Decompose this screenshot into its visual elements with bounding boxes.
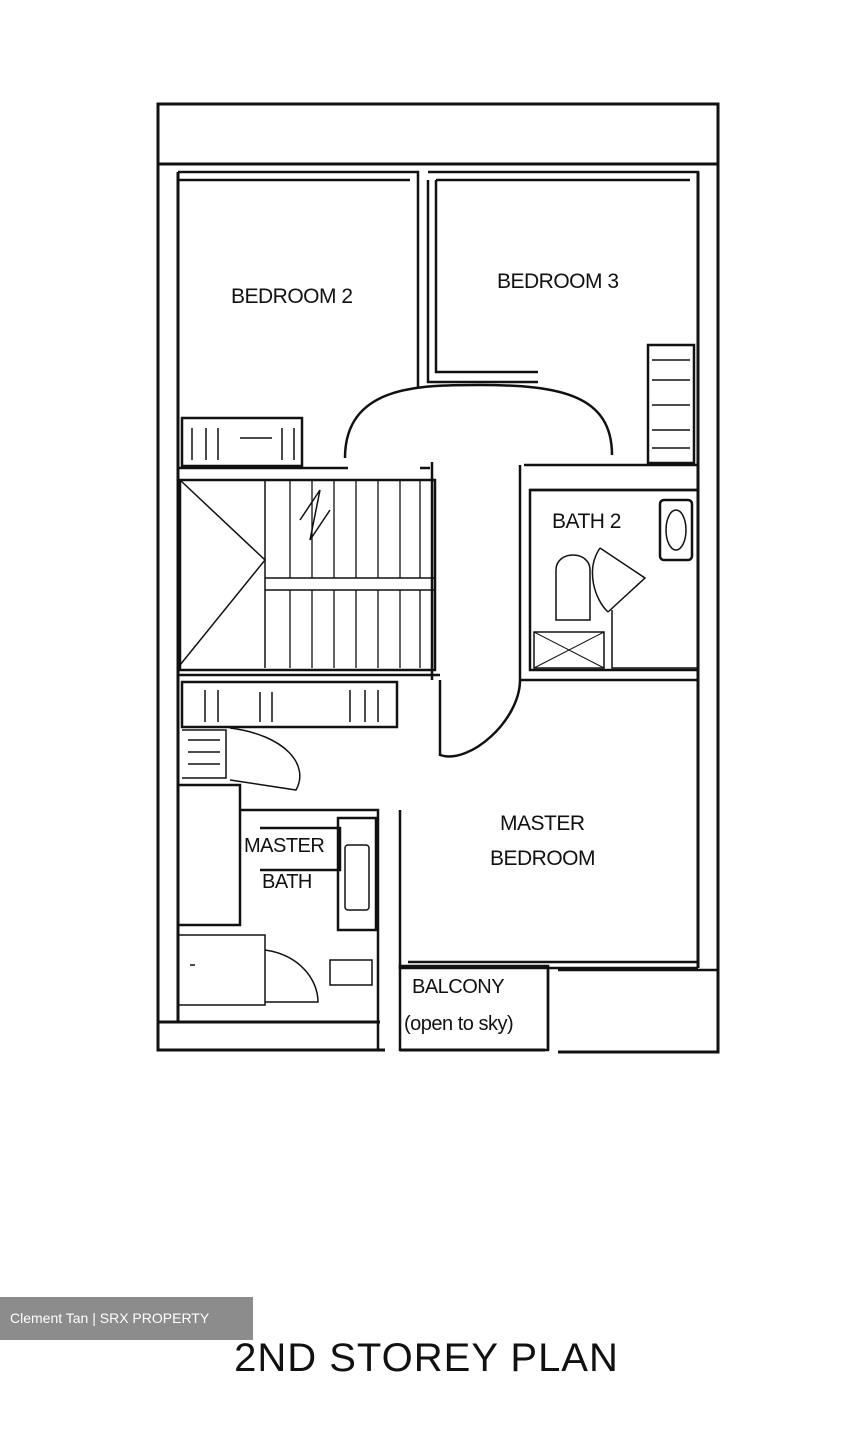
- master-bath-vanity: [336, 816, 378, 932]
- label-balcony-2: (open to sky): [404, 1013, 513, 1035]
- label-master-bedroom-1: MASTER: [500, 812, 585, 835]
- label-master-bedroom-2: BEDROOM: [490, 847, 595, 870]
- corridor: [430, 462, 522, 758]
- label-balcony-1: BALCONY: [412, 976, 504, 998]
- bath2-toilet: [555, 554, 591, 621]
- room-labels: BEDROOM 2 BEDROOM 3 BATH 2 MASTER BATH M…: [231, 270, 621, 1035]
- bath2-room: [528, 488, 700, 672]
- master-bath-toilet: [329, 959, 373, 986]
- bath2-basin: [658, 498, 694, 562]
- wardrobe-bedroom3: [646, 343, 696, 465]
- bath2-door: [591, 547, 647, 613]
- label-master-bath-1: MASTER: [244, 835, 324, 857]
- master-bath-door: [264, 949, 319, 1003]
- label-bedroom2: BEDROOM 2: [231, 285, 353, 308]
- bath2-shower: [533, 631, 605, 669]
- master-bath-shower: [178, 934, 266, 1006]
- staircase: [178, 478, 437, 672]
- bedroom3-walls: [426, 170, 700, 465]
- bedroom2-walls: [178, 170, 430, 470]
- label-bedroom3: BEDROOM 3: [497, 270, 619, 293]
- roof-ledge: [156, 102, 720, 166]
- plan-title: 2ND STOREY PLAN: [234, 1336, 619, 1380]
- master-door: [229, 727, 301, 791]
- wardrobe-master: [180, 680, 399, 729]
- wardrobe-bedroom2: [180, 416, 304, 468]
- floor-plan: BEDROOM 2 BEDROOM 3 BATH 2 MASTER BATH M…: [156, 102, 720, 1054]
- watermark: Clement Tan | SRX PROPERTY: [0, 1297, 253, 1340]
- label-master-bath-2: BATH: [262, 871, 312, 893]
- label-bath2: BATH 2: [552, 510, 621, 533]
- master-bath-walls: [178, 783, 380, 1050]
- corridor-arch: [343, 383, 614, 459]
